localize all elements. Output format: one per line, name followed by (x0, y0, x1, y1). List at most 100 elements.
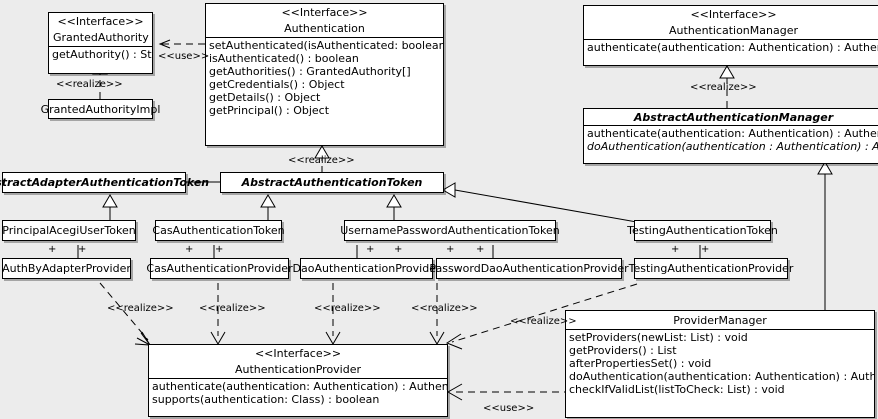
stereotype-interface: <<Interface>> (281, 6, 368, 19)
edge-principalacegiusertoken-extends-abstractadapter (102, 194, 118, 220)
class-name: AbstractAuthenticationToken (241, 176, 423, 189)
edge-label-realize-testingprovider: <<realize>> (510, 316, 577, 327)
operation: getAuthorities() : GrantedAuthority[] (209, 65, 411, 78)
operations-compartment: authenticate(authentication: Authenticat… (584, 40, 878, 55)
class-testing-authentication-token[interactable]: TestingAuthenticationToken (627, 220, 778, 241)
operation: checkIfValidList(listToCheck: List) : vo… (569, 383, 785, 396)
class-abstract-adapter-authentication-token[interactable]: AbstractAdapterAuthenticationToken (0, 172, 210, 193)
class-header: ProviderManager (566, 311, 874, 329)
compartment-divider (49, 46, 152, 47)
class-cas-authentication-token[interactable]: CasAuthenticationToken (152, 220, 285, 241)
assoc-plus-mark: + (476, 244, 485, 255)
operation: setProviders(newList: List) : void (569, 331, 748, 344)
class-name: GrantedAuthority (53, 31, 149, 44)
class-password-dao-authentication-provider[interactable]: PasswordDaoAuthenticationProvider (429, 258, 629, 279)
stereotype-interface: <<Interface>> (254, 347, 342, 360)
operation: authenticate(authentication: Authenticat… (587, 41, 878, 54)
edge-providermanager-extends-abstractauthenticationmanager (817, 161, 833, 310)
compartment-divider (206, 37, 443, 38)
class-name: CasAuthenticationProvider (146, 262, 293, 275)
assoc-plus-mark: + (701, 244, 710, 255)
class-name: AuthenticationProvider (234, 363, 362, 376)
class-header: <<Interface>> Authentication (206, 4, 443, 37)
class-header: <<Interface>> AuthenticationProvider (149, 345, 447, 378)
operation: getCredentials() : Object (209, 78, 345, 91)
operation: getDetails() : Object (209, 91, 321, 104)
edge-casauthenticationtoken-extends-abstractauthenticationtoken (260, 194, 276, 220)
operation: isAuthenticated() : boolean (209, 52, 359, 65)
edge-label-realize-grantedauthorityimpl: <<realize>> (56, 79, 123, 90)
class-name: GrantedAuthorityImpl (40, 102, 161, 116)
class-header: <<Interface>> GrantedAuthority (49, 13, 152, 46)
class-name: TestingAuthenticationProvider (628, 262, 794, 275)
assoc-plus-mark: + (215, 244, 224, 255)
operations-compartment: authenticate(authentication: Authenticat… (584, 126, 878, 154)
class-authentication[interactable]: <<Interface>> Authentication setAuthenti… (205, 3, 444, 146)
operation: supports(authentication: Class) : boolea… (152, 393, 380, 406)
class-name: AuthenticationManager (669, 24, 798, 37)
class-authentication-manager[interactable]: <<Interface>> AuthenticationManager auth… (583, 5, 878, 66)
class-granted-authority[interactable]: <<Interface>> GrantedAuthority getAuthor… (48, 12, 153, 74)
assoc-plus-mark: + (48, 244, 57, 255)
class-name: AbstractAuthenticationManager (633, 111, 834, 124)
edge-authbyadapter-realizes-authenticationprovider (99, 282, 152, 346)
operation: setAuthenticated(isAuthenticated: boolea… (209, 39, 443, 52)
operations-compartment: setAuthenticated(isAuthenticated: boolea… (206, 38, 443, 118)
edge-label-realize-passworddaoprovider: <<realize>> (411, 303, 478, 314)
operations-compartment: setProviders(newList: List) : void getPr… (566, 330, 874, 397)
assoc-plus-mark: + (446, 244, 455, 255)
edge-label-use-providermanager: <<use>> (483, 403, 535, 414)
compartment-divider (584, 125, 878, 126)
class-authentication-provider[interactable]: <<Interface>> AuthenticationProvider aut… (148, 344, 448, 417)
class-auth-by-adapter-provider[interactable]: AuthByAdapterProvider (2, 258, 131, 279)
class-principal-acegi-user-token[interactable]: PrincipalAcegiUserToken (2, 220, 136, 241)
stereotype-interface: <<Interface>> (57, 15, 144, 28)
assoc-plus-mark: + (185, 244, 194, 255)
compartment-divider (584, 39, 878, 40)
assoc-plus-mark: + (78, 244, 87, 255)
class-header: <<Interface>> AuthenticationManager (584, 6, 878, 39)
operation: authenticate(authentication: Authenticat… (587, 127, 878, 140)
edge-testingauthenticationtoken-extends-abstractauthenticationtoken (442, 182, 638, 223)
class-name: UsernamePasswordAuthenticationToken (340, 224, 560, 237)
class-cas-authentication-provider[interactable]: CasAuthenticationProvider (146, 258, 293, 279)
edge-label-use-grantedauthority: <<use>> (158, 51, 210, 62)
class-name: PasswordDaoAuthenticationProvider (429, 262, 629, 275)
class-name: AbstractAdapterAuthenticationToken (0, 176, 210, 189)
edge-label-realize-abstractauthenticationtoken: <<realize>> (288, 155, 355, 166)
operation: getAuthority() : String (52, 48, 152, 61)
class-username-password-authentication-token[interactable]: UsernamePasswordAuthenticationToken (340, 220, 560, 241)
assoc-plus-mark: + (671, 244, 680, 255)
edge-usernamepasswordtoken-extends-abstractauthenticationtoken (386, 194, 402, 220)
class-name: AuthByAdapterProvider (2, 262, 131, 275)
class-name: PrincipalAcegiUserToken (2, 224, 136, 237)
class-dao-authentication-provider[interactable]: DaoAuthenticationProvider (292, 258, 441, 279)
edge-label-realize-daoprovider: <<realize>> (314, 303, 381, 314)
compartment-divider (149, 378, 447, 379)
class-abstract-authentication-token[interactable]: AbstractAuthenticationToken (220, 172, 444, 193)
class-name: Authentication (284, 22, 365, 35)
edge-label-realize-abstractauthenticationmanager: <<realize>> (690, 82, 757, 93)
class-abstract-authentication-manager[interactable]: AbstractAuthenticationManager authentica… (583, 108, 878, 164)
edge-label-realize-casprovider: <<realize>> (199, 303, 266, 314)
class-provider-manager[interactable]: ProviderManager setProviders(newList: Li… (565, 310, 875, 418)
class-name: TestingAuthenticationToken (627, 224, 778, 237)
operation: authenticate(authentication: Authenticat… (152, 380, 447, 393)
class-testing-authentication-provider[interactable]: TestingAuthenticationProvider (628, 258, 794, 279)
assoc-plus-mark: + (366, 244, 375, 255)
operations-compartment: getAuthority() : String (49, 47, 152, 62)
operations-compartment: authenticate(authentication: Authenticat… (149, 379, 447, 407)
compartment-divider (566, 329, 874, 330)
class-name: ProviderManager (673, 314, 767, 327)
operation: doAuthentication(authentication: Authent… (569, 370, 874, 383)
class-name: DaoAuthenticationProvider (292, 262, 441, 275)
operation: afterPropertiesSet() : void (569, 357, 712, 370)
operation: doAuthentication(authentication : Authen… (587, 140, 878, 153)
stereotype-interface: <<Interface>> (690, 8, 777, 21)
assoc-plus-mark: + (394, 244, 403, 255)
class-name: CasAuthenticationToken (152, 224, 285, 237)
operation: getProviders() : List (569, 344, 677, 357)
class-granted-authority-impl[interactable]: GrantedAuthorityImpl (40, 99, 161, 119)
edge-label-realize-authbyadapter: <<realize>> (107, 303, 174, 314)
